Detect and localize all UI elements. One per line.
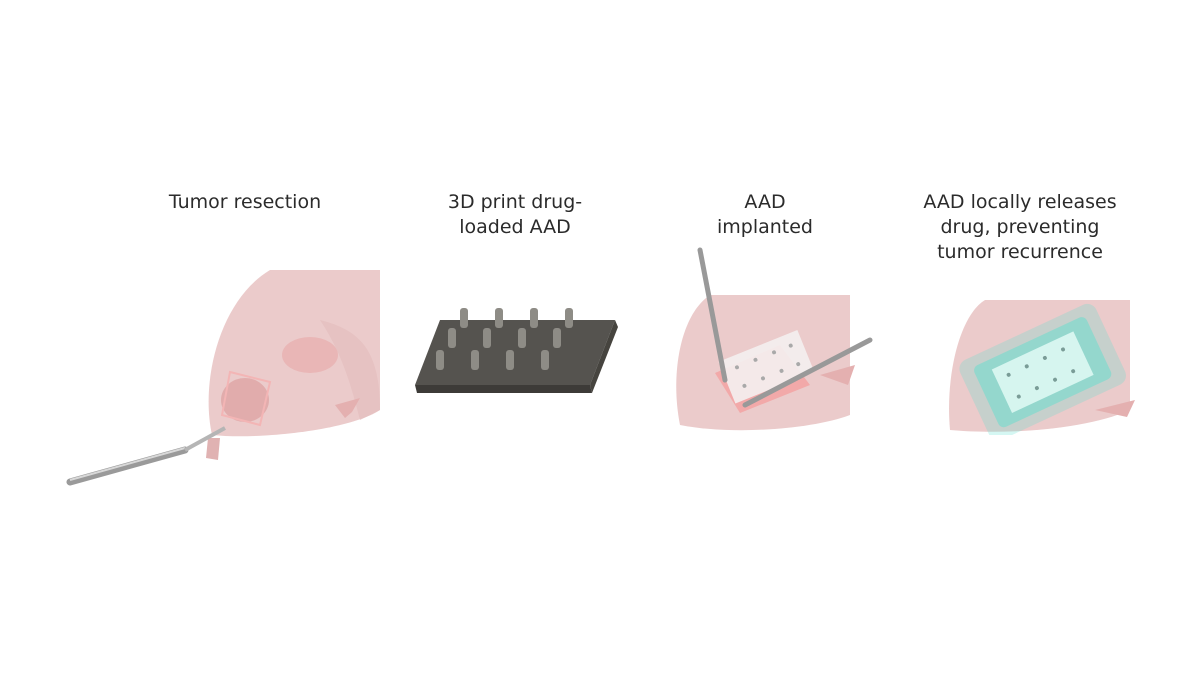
scalpel-icon	[66, 426, 226, 486]
microneedles	[436, 308, 573, 370]
step-3-illustration	[670, 245, 880, 440]
step-3-label: AAD implanted	[716, 191, 813, 238]
step-1-label: Tumor resection	[168, 191, 322, 213]
step-2-illustration	[410, 300, 630, 400]
tumor	[221, 378, 269, 422]
forceps-icon	[697, 247, 873, 408]
implanted-aad	[718, 329, 815, 404]
drug-release-glow	[959, 303, 1126, 435]
step-1-illustration	[60, 260, 390, 490]
step-4-illustration	[945, 295, 1145, 435]
step-2-label: 3D print drug- loaded AAD	[447, 191, 583, 238]
step-4-label: AAD locally releases drug, preventing tu…	[923, 191, 1117, 263]
aad-device	[415, 320, 615, 385]
